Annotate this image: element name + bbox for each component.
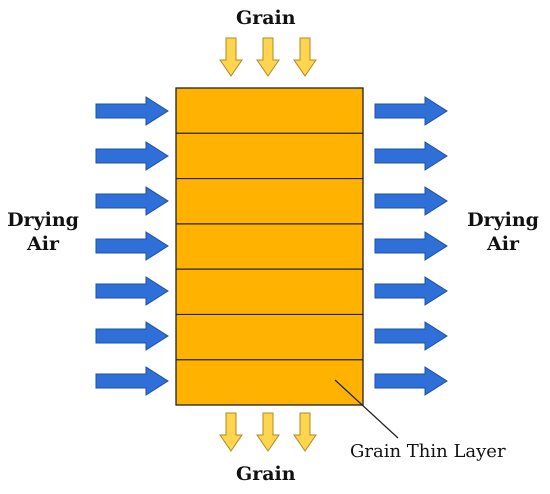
air-outlet-arrow-icon: [374, 141, 448, 171]
air-outlet-arrow-icon: [374, 186, 448, 216]
air-inlet-arrow-icon: [95, 321, 169, 351]
drying-air-outlet-label-line2: Air: [487, 233, 519, 255]
grain-column-body: [175, 87, 364, 406]
air-outlet-arrow-icon: [374, 231, 448, 261]
grain-outlet-label: Grain: [236, 463, 296, 485]
air-inlet-arrow-icon: [95, 276, 169, 306]
air-inlet-arrow-icon: [95, 141, 169, 171]
thin-layer-leader-line: [334, 379, 399, 439]
grain-inlet-label: Grain: [236, 7, 296, 29]
drying-air-inlet-label: Drying Air: [2, 208, 84, 256]
grain-thin-layer-label: Grain Thin Layer: [350, 441, 506, 462]
air-inlet-arrow-icon: [95, 231, 169, 261]
grain-inlet-arrow-icon: [256, 37, 280, 77]
drying-air-inlet-label-line1: Drying: [7, 209, 79, 231]
drying-air-outlet-label-line1: Drying: [467, 209, 539, 231]
grain-inlet-arrow-icon: [293, 37, 317, 77]
air-outlet-arrow-icon: [374, 276, 448, 306]
drying-air-outlet-label: Drying Air: [462, 208, 544, 256]
air-outlet-arrow-icon: [374, 96, 448, 126]
drying-air-outlet-arrows: [374, 96, 448, 396]
grain-outlet-arrow-icon: [256, 412, 280, 452]
air-outlet-arrow-icon: [374, 321, 448, 351]
grain-outlet-arrow-icon: [219, 412, 243, 452]
grain-outlet-arrow-icon: [293, 412, 317, 452]
grain-inlet-arrow-icon: [219, 37, 243, 77]
air-outlet-arrow-icon: [374, 366, 448, 396]
drying-air-inlet-arrows: [95, 96, 169, 396]
drying-air-inlet-label-line2: Air: [27, 233, 59, 255]
air-inlet-arrow-icon: [95, 96, 169, 126]
air-inlet-arrow-icon: [95, 186, 169, 216]
grain-outlet-arrows: [219, 412, 317, 452]
grain-inlet-arrows: [219, 37, 317, 77]
grain-column: [175, 87, 364, 406]
air-inlet-arrow-icon: [95, 366, 169, 396]
